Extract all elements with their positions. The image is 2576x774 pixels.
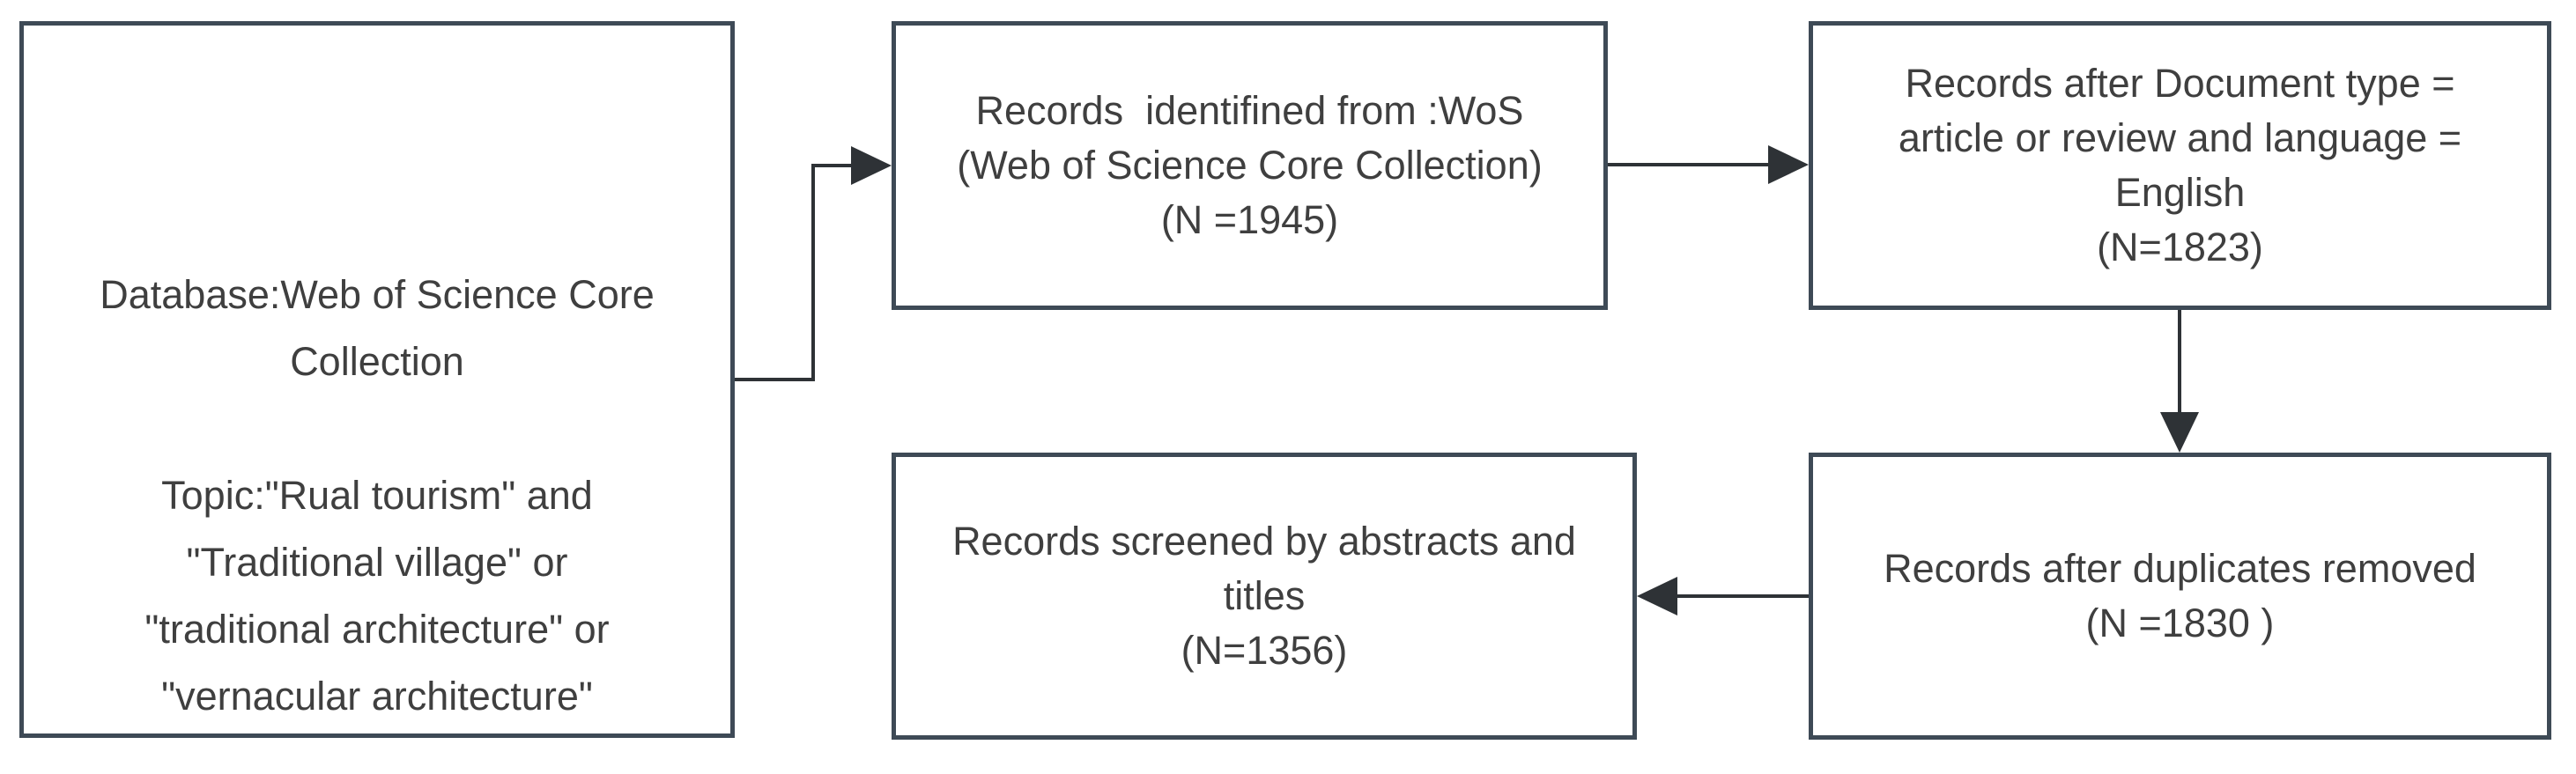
text-line: titles [1223, 573, 1306, 618]
box-text: Records identifined from :WoS (Web of Sc… [957, 84, 1542, 247]
text-line: Collection [290, 339, 464, 384]
text-line: (N=1356) [1181, 628, 1348, 673]
flow-box-duplicates-removed: Records after duplicates removed (N =183… [1809, 453, 2551, 740]
text-line: "vernacular architecture" [161, 674, 593, 719]
text-line: Records screened by abstracts and [952, 519, 1576, 564]
flow-box-records-screened: Records screened by abstracts and titles… [892, 453, 1637, 740]
arrowhead-right-icon [1768, 145, 1809, 184]
arrowhead-down-icon [2160, 412, 2199, 453]
flow-box-records-identified: Records identifined from :WoS (Web of Sc… [892, 21, 1608, 310]
text-line: Database:Web of Science Core [100, 272, 655, 317]
box-text: Records after Document type = article or… [1899, 56, 2461, 275]
flow-box-database-query: Database:Web of Science Core Collection … [19, 21, 735, 738]
text-line: Topic:"Rual tourism" and [161, 473, 593, 518]
arrowhead-right-icon [851, 146, 892, 185]
text-line: "traditional architecture" or [144, 607, 610, 652]
text-line: Records after duplicates removed [1884, 546, 2476, 591]
arrowhead-left-icon [1637, 577, 1677, 616]
text-line: (N =1830 ) [2085, 601, 2275, 645]
flow-box-document-type-filter: Records after Document type = article or… [1809, 21, 2551, 310]
text-line: (Web of Science Core Collection) [957, 143, 1543, 188]
text-line: Records after Document type = [1905, 61, 2455, 106]
text-line: (N =1945) [1160, 197, 1339, 242]
box-text: Database:Web of Science Core Collection … [100, 262, 655, 730]
arrow-elbow-line [735, 164, 853, 381]
arrow-duplicates-to-screened [1637, 577, 1809, 616]
arrow-identified-to-filter [1608, 145, 1809, 184]
text-line: (N=1823) [2097, 225, 2263, 269]
text-line: English [2114, 170, 2246, 215]
arrow-filter-to-duplicates [2160, 310, 2199, 453]
box-text: Records screened by abstracts and titles… [952, 514, 1576, 678]
arrow-database-to-identified [735, 146, 892, 381]
text-line: article or review and language = [1898, 115, 2462, 160]
text-line: Records identifined from :WoS [975, 88, 1524, 133]
box-text: Records after duplicates removed (N =183… [1884, 542, 2476, 651]
text-line: "Traditional village" or [186, 540, 568, 585]
text-line-spacer [100, 395, 655, 462]
